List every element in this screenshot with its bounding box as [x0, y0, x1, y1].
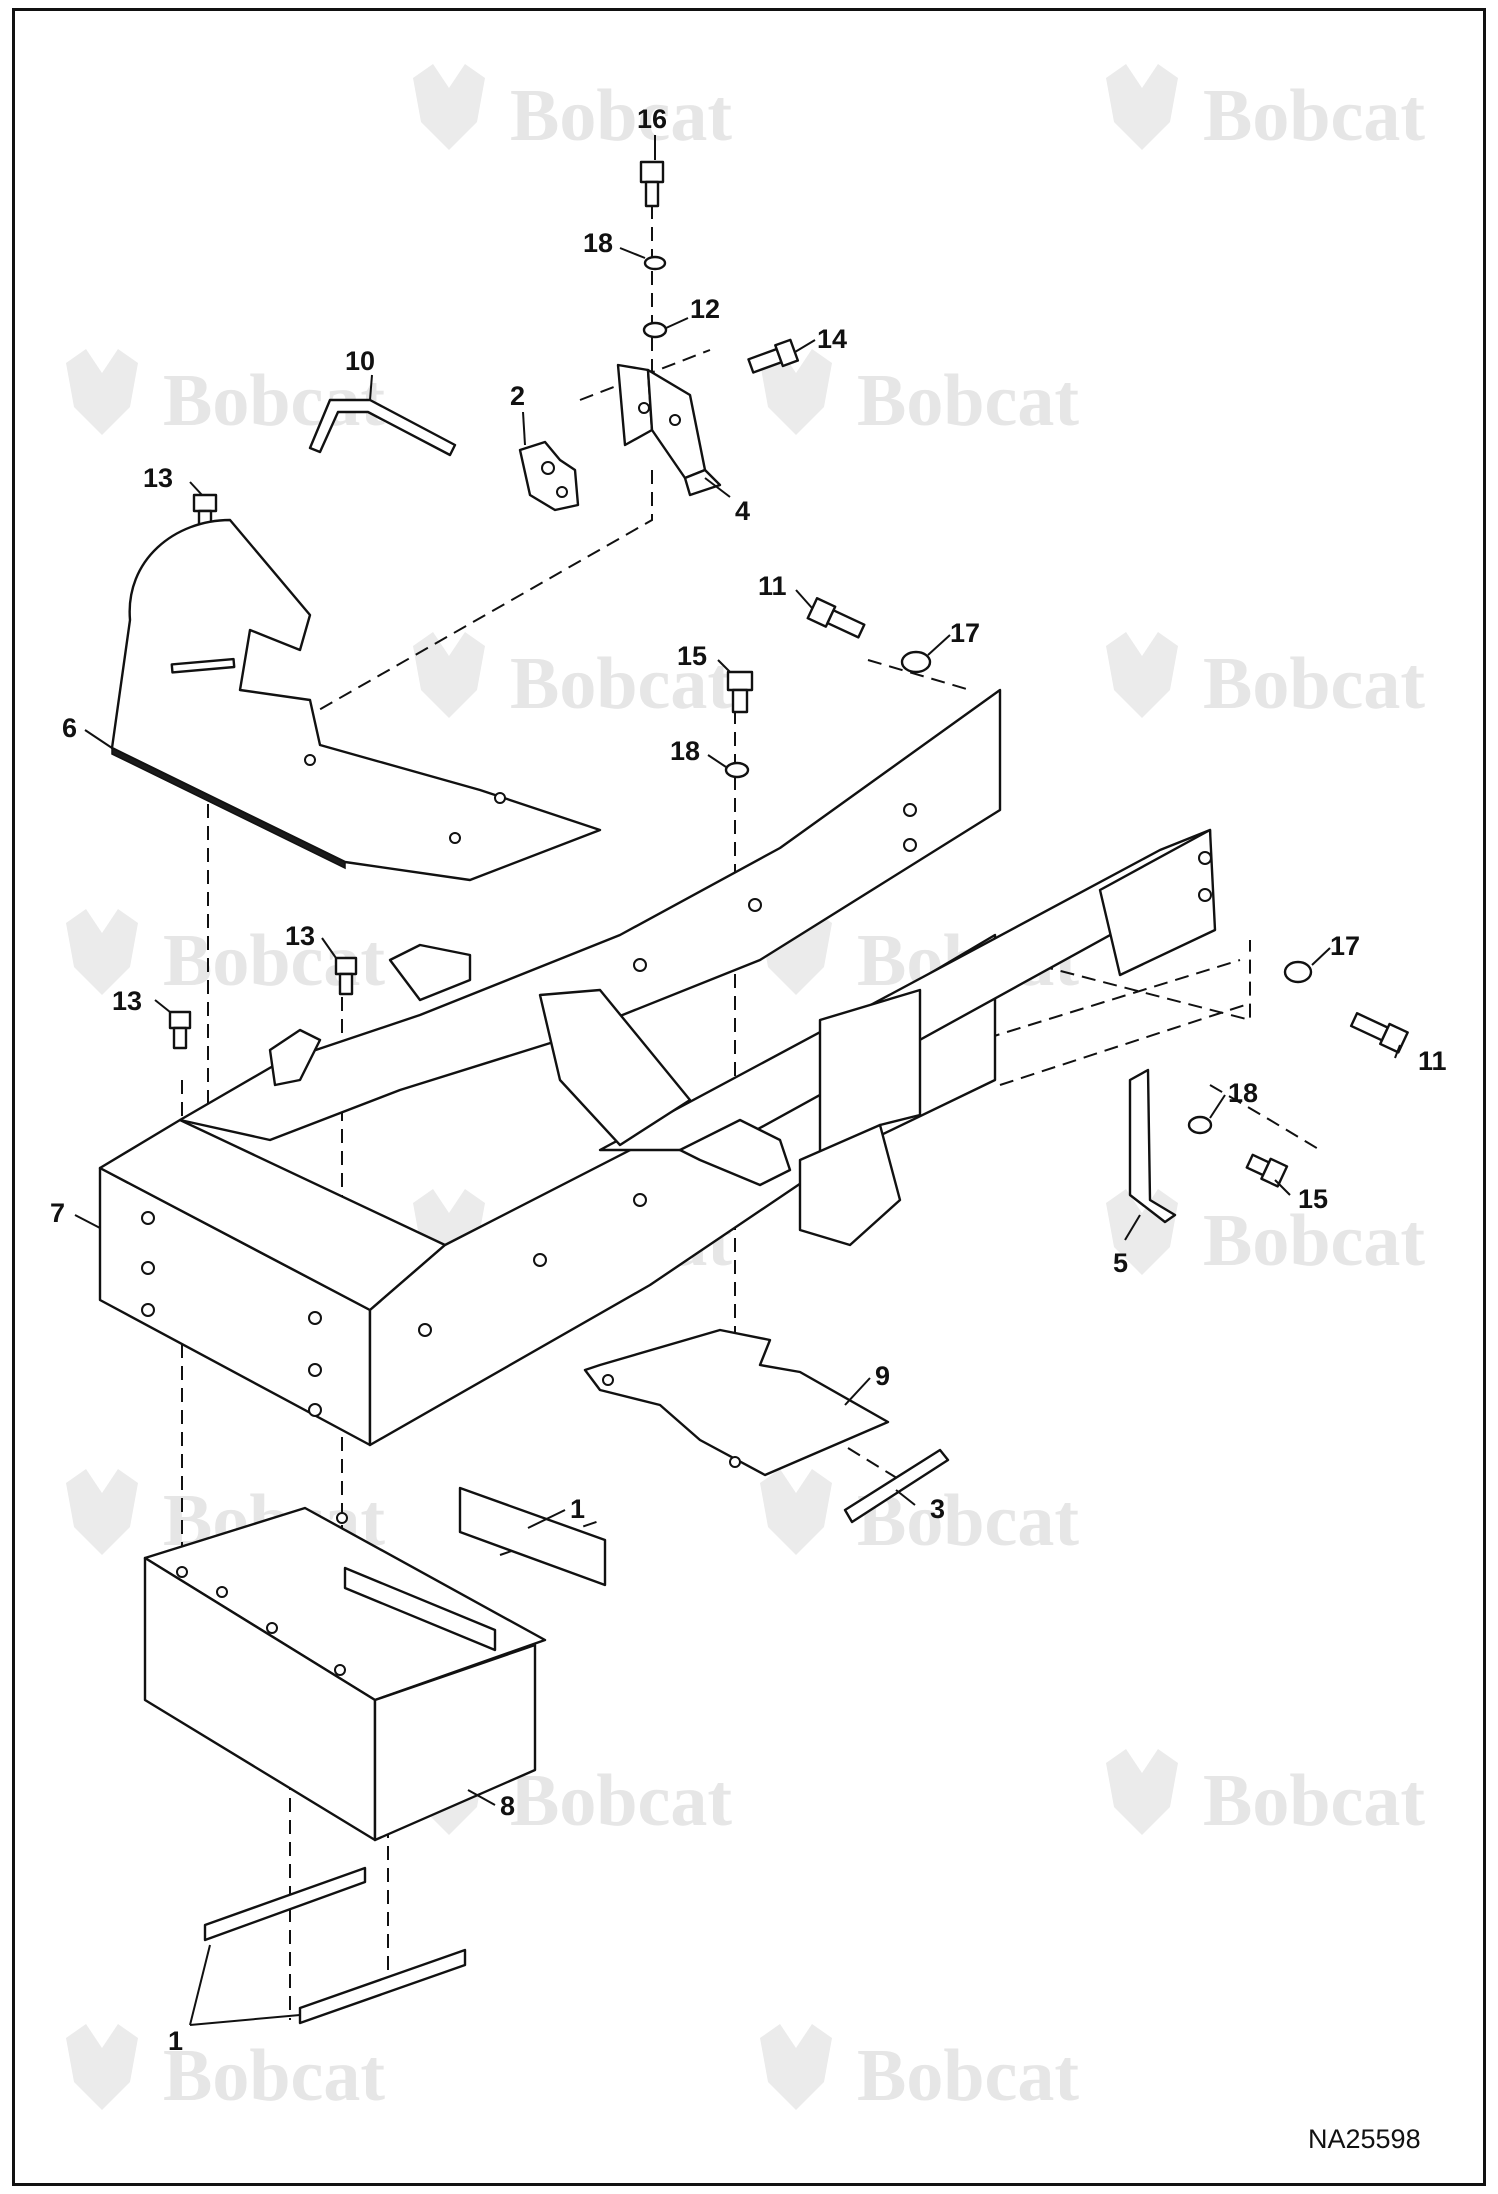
part-5-bracket [1128, 1068, 1177, 1224]
callout-13: 13 [112, 986, 142, 1016]
part-18-washer [643, 255, 667, 271]
callout-13: 13 [285, 921, 315, 951]
part-7-frame [98, 688, 1217, 1447]
callout-labels: 16 18 12 14 10 2 4 13 11 17 15 6 18 13 1… [50, 104, 1447, 2056]
callout-18: 18 [670, 736, 700, 766]
watermark-text: Bobcat [510, 643, 732, 725]
assembly-line [847, 1447, 901, 1481]
watermark-text: Bobcat [163, 2035, 385, 2117]
part-9-plate [583, 1328, 890, 1477]
callout-12: 12 [690, 294, 720, 324]
part-18-washer [724, 761, 750, 779]
part-11-bolt [1349, 1012, 1409, 1054]
watermark: Bobcat [760, 2024, 1079, 2117]
watermark: Bobcat [760, 1469, 1079, 1562]
watermark: Bobcat [1106, 1749, 1425, 1842]
watermark: Bobcat [1106, 1189, 1425, 1282]
watermark: Bobcat [413, 64, 732, 157]
callout-15: 15 [677, 641, 707, 671]
part-6-plate [110, 518, 602, 882]
part-3-rod [843, 1448, 950, 1524]
watermark: Bobcat [413, 632, 732, 725]
callout-2: 2 [510, 381, 525, 411]
part-2-latch [518, 440, 580, 512]
watermark: Bobcat [760, 349, 1079, 442]
callout-1: 1 [168, 2026, 183, 2056]
callout-17: 17 [950, 618, 980, 648]
assembly-line [964, 959, 1241, 1046]
part-15-bolt [1245, 1153, 1289, 1188]
watermark: Bobcat [66, 349, 385, 442]
part-8-tray [143, 1506, 547, 1842]
callout-13: 13 [143, 463, 173, 493]
callout-10: 10 [345, 346, 375, 376]
callout-14: 14 [817, 324, 847, 354]
callout-16: 16 [637, 104, 667, 134]
part-11-bolt [806, 597, 866, 639]
callout-7: 7 [50, 1198, 65, 1228]
watermark-layer: Bobcat Bobcat Bobcat Bobcat Bobcat Bobca… [66, 64, 1425, 2117]
part-13-bolt [334, 956, 358, 996]
part-1-strip [203, 1866, 367, 1942]
watermark-text: Bobcat [510, 1760, 732, 1842]
callout-3: 3 [930, 1494, 945, 1524]
watermark: Bobcat [1106, 632, 1425, 725]
callout-8: 8 [500, 1791, 515, 1821]
part-10-rod [308, 398, 457, 457]
watermark-text: Bobcat [1203, 1760, 1425, 1842]
assembly-line [867, 659, 971, 691]
part-14-bolt [747, 338, 800, 374]
watermark-text: Bobcat [857, 2035, 1079, 2117]
callout-4: 4 [735, 496, 750, 526]
callout-1: 1 [570, 1494, 585, 1524]
part-13-bolt [168, 1010, 192, 1050]
watermark: Bobcat [1106, 64, 1425, 157]
watermark-text: Bobcat [1203, 643, 1425, 725]
callout-11: 11 [1418, 1046, 1447, 1076]
watermark-text: Bobcat [857, 360, 1079, 442]
part-17-washer [1283, 960, 1313, 984]
part-18-washer [1187, 1115, 1213, 1135]
callout-18: 18 [583, 228, 613, 258]
callout-11: 11 [758, 571, 787, 601]
callout-17: 17 [1330, 931, 1360, 961]
callout-6: 6 [62, 713, 77, 743]
figure-code: NA25598 [1308, 2124, 1421, 2154]
part-1-strip [298, 1948, 467, 2025]
part-4-bracket [616, 363, 722, 497]
assembly-line [999, 1004, 1246, 1086]
callout-5: 5 [1113, 1248, 1128, 1278]
part-12-washer [642, 321, 668, 339]
part-15-bolt [726, 670, 754, 714]
part-1-strip [458, 1486, 607, 1587]
callout-15: 15 [1298, 1184, 1328, 1214]
callout-18: 18 [1228, 1078, 1258, 1108]
part-16-bolt [639, 160, 665, 208]
assembly-line [1209, 1084, 1321, 1151]
watermark-text: Bobcat [1203, 1200, 1425, 1282]
callout-9: 9 [875, 1361, 890, 1391]
watermark-text: Bobcat [1203, 75, 1425, 157]
leader-lines [74, 135, 1401, 2026]
watermark: Bobcat [66, 2024, 385, 2117]
assembly-line [1017, 940, 1251, 1022]
part-17-washer [900, 650, 932, 674]
watermark-text: Bobcat [510, 75, 732, 157]
